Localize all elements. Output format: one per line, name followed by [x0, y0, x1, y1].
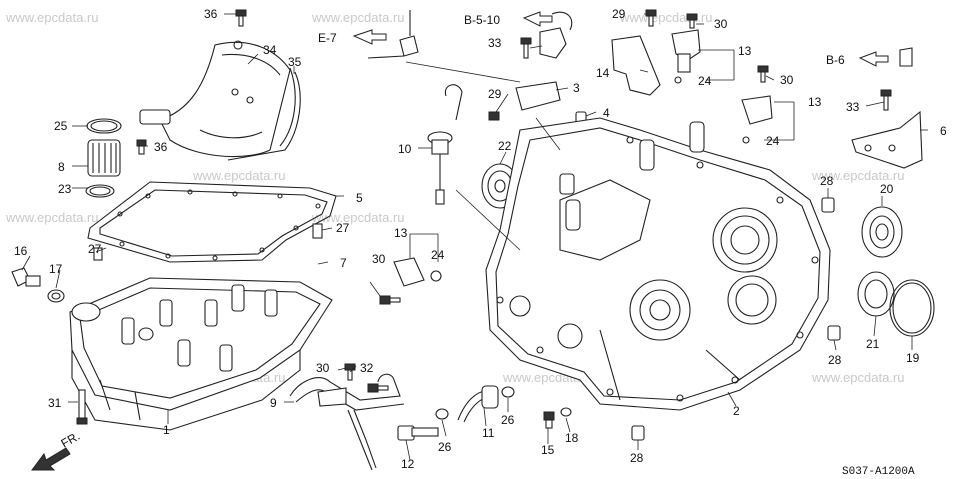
pipe-drawing: [289, 373, 405, 471]
callout-26: 26: [501, 413, 515, 427]
watermark: www.epcdata.ru: [811, 168, 905, 183]
ref-box-b5-10[interactable]: B-5-10: [464, 11, 553, 27]
callout-30: 30: [714, 17, 728, 31]
solenoid-drawing: [393, 29, 773, 287]
callout-13: 13: [394, 226, 408, 240]
callout-22: 22: [498, 139, 512, 153]
ref-label-b6: B-6: [826, 53, 845, 67]
callout-31: 31: [48, 396, 62, 410]
ref-label-b5-10: B-5-10: [464, 13, 500, 27]
callout-12: 12: [401, 457, 415, 471]
callout-27: 27: [88, 242, 102, 256]
watermark: www.epcdata.ru: [311, 10, 405, 25]
ref-box-e7[interactable]: E-7: [318, 29, 387, 45]
callout-33: 33: [846, 100, 860, 114]
callout-layer: 1 2 3 4 5 6 7 8 9 10 11 12 13 13 13 14 1…: [14, 7, 947, 471]
watermark: www.epcdata.ru: [5, 10, 99, 25]
callout-9: 9: [270, 396, 277, 410]
callout-27: 27: [336, 221, 350, 235]
callout-3: 3: [573, 81, 580, 95]
ref-label-e7: E-7: [318, 31, 337, 45]
callout-32: 32: [360, 361, 374, 375]
callout-1: 1: [163, 423, 170, 437]
callout-36: 36: [154, 140, 168, 154]
callout-15: 15: [541, 443, 555, 457]
callout-7: 7: [340, 256, 347, 270]
callout-10: 10: [398, 142, 412, 156]
callout-8: 8: [58, 160, 65, 174]
union-bolt-drawing: [397, 385, 515, 441]
callout-5: 5: [356, 191, 363, 205]
callout-28: 28: [630, 451, 644, 465]
watermark: www.epcdata.ru: [619, 10, 713, 25]
callout-17: 17: [49, 262, 63, 276]
oil-pan-drawing: [69, 277, 333, 431]
gasket-drawing: [87, 181, 337, 263]
watermark: www.epcdata.ru: [192, 168, 286, 183]
ref-box-b6[interactable]: B-6: [826, 51, 889, 67]
small-hardware-drawing: [76, 9, 892, 441]
callout-29: 29: [488, 87, 502, 101]
diagram-code: S037-A1200A: [842, 466, 915, 478]
callout-30: 30: [316, 361, 330, 375]
callout-35: 35: [288, 55, 302, 69]
callout-2: 2: [733, 404, 740, 418]
front-direction-arrow: FR.: [31, 429, 83, 471]
callout-20: 20: [880, 182, 894, 196]
transmission-housing-drawing: [485, 117, 831, 411]
bracket-drawing: [515, 35, 923, 169]
callout-14: 14: [596, 66, 610, 80]
callout-19: 19: [906, 351, 920, 365]
connector-drawing: [367, 10, 913, 67]
callout-26: 26: [438, 440, 452, 454]
callout-4: 4: [603, 106, 610, 120]
leader-lines: [21, 13, 928, 461]
filter-drawing: [85, 118, 122, 198]
callout-24: 24: [431, 248, 445, 262]
callout-6: 6: [940, 124, 947, 138]
callout-23: 23: [58, 182, 72, 196]
front-label: FR.: [59, 429, 83, 451]
callout-30: 30: [780, 73, 794, 87]
callout-21: 21: [866, 337, 880, 351]
callout-29: 29: [612, 7, 626, 21]
watermark: www.epcdata.ru: [811, 370, 905, 385]
watermark: www.epcdata.ru: [5, 210, 99, 225]
callout-24: 24: [766, 134, 780, 148]
callout-11: 11: [482, 426, 495, 440]
callout-28: 28: [828, 353, 842, 367]
callout-28: 28: [820, 174, 834, 188]
drain-bolt-drawing: [11, 267, 65, 303]
callout-13: 13: [738, 44, 752, 58]
callout-33: 33: [488, 36, 502, 50]
bearing-drawing: [857, 206, 935, 337]
callout-13: 13: [808, 95, 822, 109]
callout-16: 16: [14, 244, 28, 258]
strainer-cover-drawing: [139, 40, 301, 161]
watermark: www.epcdata.ru: [311, 210, 405, 225]
dipstick-drawing: [427, 84, 463, 205]
callout-30: 30: [372, 252, 386, 266]
callout-25: 25: [54, 119, 68, 133]
callout-34: 34: [263, 43, 277, 57]
callout-18: 18: [565, 431, 579, 445]
callout-36: 36: [204, 7, 218, 21]
callout-24: 24: [698, 74, 712, 88]
